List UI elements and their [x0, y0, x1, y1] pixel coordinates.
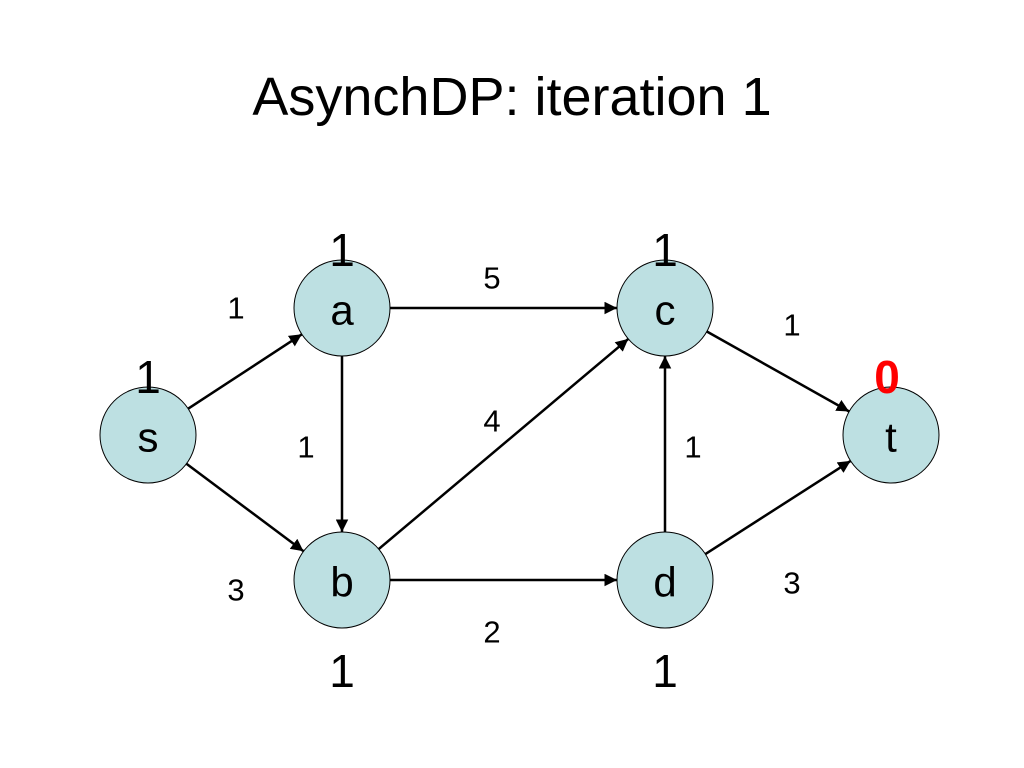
node-circle-a: [293, 259, 391, 357]
edge-weight-d-t: 3: [783, 566, 800, 601]
node-label-s: s: [138, 414, 159, 461]
node-value-a: 1: [329, 224, 355, 276]
node-s: s: [99, 386, 197, 484]
node-value-d: 1: [652, 645, 678, 697]
node-circle-d: [616, 531, 714, 629]
node-label-b: b: [330, 559, 353, 606]
node-circle-c: [616, 259, 714, 357]
edge-weight-b-d: 2: [483, 615, 500, 650]
edge-weight-a-c: 5: [483, 261, 500, 296]
node-value-s: 1: [135, 351, 161, 403]
node-label-c: c: [655, 287, 676, 334]
node-circle-s: [99, 386, 197, 484]
edge-s-b: [185, 462, 305, 553]
labels-layer: 1 3 1 5 4 2 1 1 3 1 1 1 1 1 0: [135, 224, 900, 697]
edge-s-a: [187, 333, 303, 410]
edges-layer: [185, 301, 852, 587]
slide-title: AsynchDP: iteration 1: [252, 67, 772, 127]
node-label-a: a: [330, 287, 354, 334]
node-label-t: t: [885, 414, 897, 461]
node-c: c: [616, 259, 714, 357]
node-label-d: d: [653, 559, 676, 606]
node-value-t: 0: [874, 351, 900, 403]
node-d: d: [616, 531, 714, 629]
nodes-layer: s a b c d t: [99, 259, 940, 629]
node-a: a: [293, 259, 391, 357]
edge-c-t: [706, 330, 850, 413]
node-b: b: [293, 531, 391, 629]
edge-weight-a-b: 1: [297, 430, 314, 465]
node-circle-b: [293, 531, 391, 629]
edge-weight-b-c: 4: [483, 404, 500, 439]
edge-weight-s-b: 3: [227, 573, 244, 608]
edge-b-c: [377, 337, 630, 551]
edge-weight-s-a: 1: [227, 291, 244, 326]
node-value-b: 1: [329, 645, 355, 697]
node-value-c: 1: [652, 224, 678, 276]
edge-weight-c-t: 1: [783, 308, 800, 343]
node-circle-t: [842, 386, 940, 484]
edge-d-t: [704, 459, 852, 556]
node-t: t: [842, 386, 940, 484]
edge-weight-d-c: 1: [684, 430, 701, 465]
